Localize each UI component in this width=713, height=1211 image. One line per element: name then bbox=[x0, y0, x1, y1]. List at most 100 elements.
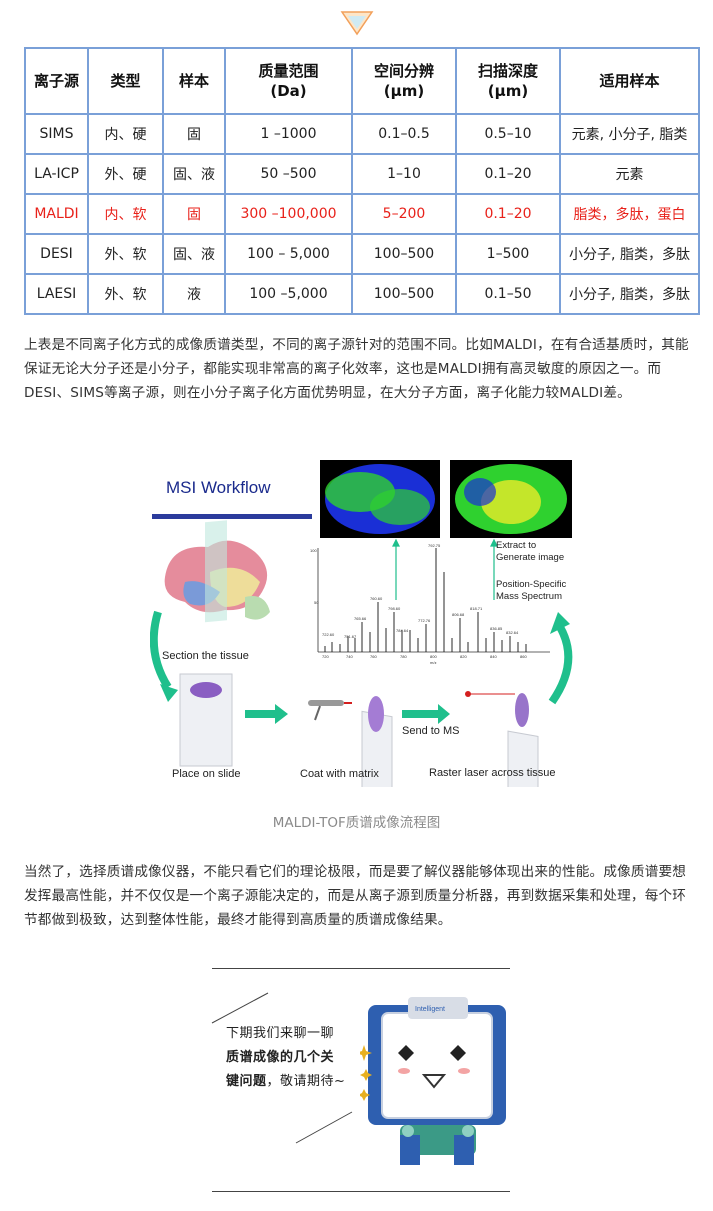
figure-caption: MALDI-TOF质谱成像流程图 bbox=[272, 815, 441, 831]
peak-label: 760.60 bbox=[370, 596, 383, 601]
intro-paragraph: 上表是不同离子化方式的成像质谱类型，不同的离子源针对的范围不同。比如MALDI，… bbox=[24, 337, 689, 401]
raster-label: Raster laser across tissue bbox=[429, 767, 556, 779]
robot-mascot: Intelligent bbox=[360, 997, 506, 1165]
cell-sample: 固、液 bbox=[162, 153, 226, 195]
cell-applicable-sample: 小分子, 脂类，多肽 bbox=[559, 233, 700, 275]
robot-badge: Intelligent bbox=[415, 1006, 445, 1013]
right-arrow-head bbox=[550, 612, 570, 634]
send-label: Send to MS bbox=[402, 725, 459, 737]
cell-spatial-resolution: 0.1–0.5 bbox=[351, 113, 457, 155]
triangle-logo-icon bbox=[340, 11, 374, 36]
sprayer-illustration bbox=[308, 696, 393, 787]
header-sample: 样本 bbox=[162, 47, 226, 115]
cell-ion-source: MALDI bbox=[24, 193, 89, 235]
conclusion-paragraph: 当然了，选择质谱成像仪器，不能只看它们的理论极限，而是要了解仪器能够体现出来的性… bbox=[24, 864, 687, 928]
brain-illustration bbox=[164, 520, 270, 623]
figure-title: MSI Workflow bbox=[166, 478, 271, 497]
place-label: Place on slide bbox=[172, 768, 241, 780]
cell-mass-range: 1 –1000 bbox=[224, 113, 353, 155]
cell-sample: 固、液 bbox=[162, 233, 226, 275]
cell-type: 外、软 bbox=[87, 273, 164, 315]
next-issue-highlight: 质谱成像的几个关键问题 bbox=[226, 1050, 335, 1089]
coat-label: Coat with matrix bbox=[300, 768, 379, 780]
cell-sample: 固 bbox=[162, 113, 226, 155]
y-tick: 100 bbox=[310, 548, 317, 553]
cell-ion-source: SIMS bbox=[24, 113, 89, 155]
cell-type: 内、软 bbox=[87, 193, 164, 235]
cell-ion-source: DESI bbox=[24, 233, 89, 275]
cell-applicable-sample: 脂类，多肽，蛋白 bbox=[559, 193, 700, 235]
cell-scan-depth: 0.1–20 bbox=[455, 193, 561, 235]
cell-spatial-resolution: 5–200 bbox=[351, 193, 457, 235]
cell-type: 外、硬 bbox=[87, 153, 164, 195]
cell-ion-source: LAESI bbox=[24, 273, 89, 315]
speech-bubble-lines bbox=[211, 992, 353, 1144]
cell-mass-range: 100 –5,000 bbox=[224, 273, 353, 315]
x-unit: m/z bbox=[430, 660, 436, 665]
peak-label: 784.64 bbox=[396, 628, 409, 633]
x-tick: 760 bbox=[370, 654, 377, 659]
x-tick: 860 bbox=[520, 654, 527, 659]
x-tick: 740 bbox=[346, 654, 353, 659]
cell-scan-depth: 0.1–50 bbox=[455, 273, 561, 315]
title-underline bbox=[152, 514, 312, 519]
x-tick: 820 bbox=[460, 654, 467, 659]
mass-spectrum: 100 50 720 740 760 780 800 820 840 860 m… bbox=[310, 543, 550, 665]
cell-type: 外、软 bbox=[87, 233, 164, 275]
x-tick: 800 bbox=[430, 654, 437, 659]
cell-applicable-sample: 小分子, 脂类，多肽 bbox=[559, 273, 700, 315]
cell-spatial-resolution: 1–10 bbox=[351, 153, 457, 195]
peak-label: 836.85 bbox=[490, 626, 503, 631]
right-curved-arrow bbox=[548, 625, 573, 705]
cell-type: 内、硬 bbox=[87, 113, 164, 155]
header-type: 类型 bbox=[87, 47, 164, 115]
tissue-image-right bbox=[450, 460, 572, 538]
header-spatial-resolution: 空间分辨 (μm) bbox=[351, 47, 457, 115]
left-arrow-head bbox=[160, 684, 178, 702]
arrow-right-1 bbox=[245, 704, 288, 724]
tissue-image-left bbox=[320, 460, 440, 538]
cell-spatial-resolution: 100–500 bbox=[351, 233, 457, 275]
next-issue-text: 下期我们来聊一聊质谱成像的几个关键问题，敬请期待~ bbox=[226, 1026, 346, 1089]
x-tick: 840 bbox=[490, 654, 497, 659]
cell-mass-range: 300 –100,000 bbox=[224, 193, 353, 235]
peak-label: 798.60 bbox=[388, 606, 401, 611]
y-tick: 50 bbox=[314, 600, 319, 605]
cell-sample: 液 bbox=[162, 273, 226, 315]
cell-sample: 固 bbox=[162, 193, 226, 235]
peak-label: 832.64 bbox=[506, 630, 519, 635]
ion-source-table: 离子源 类型 样本 质量范围 (Da) 空间分辨 (μm) 扫描深度 (μm) … bbox=[24, 47, 700, 315]
spectrum-arrows bbox=[392, 538, 498, 600]
peak-label: 772.76 bbox=[418, 618, 431, 623]
cell-scan-depth: 0.5–10 bbox=[455, 113, 561, 155]
peak-label: 792.75 bbox=[428, 543, 441, 548]
cell-ion-source: LA-ICP bbox=[24, 153, 89, 195]
header-applicable-sample: 适用样本 bbox=[559, 47, 700, 115]
peak-label: 765.66 bbox=[354, 616, 367, 621]
header-scan-depth: 扫描深度 (μm) bbox=[455, 47, 561, 115]
cell-applicable-sample: 元素, 小分子, 脂类 bbox=[559, 113, 700, 155]
cell-mass-range: 50 –500 bbox=[224, 153, 353, 195]
laser-illustration bbox=[465, 691, 539, 787]
cell-applicable-sample: 元素 bbox=[559, 153, 700, 195]
cell-scan-depth: 1–500 bbox=[455, 233, 561, 275]
slide-illustration bbox=[179, 673, 233, 767]
header-mass-range: 质量范围 (Da) bbox=[224, 47, 353, 115]
x-tick: 720 bbox=[322, 654, 329, 659]
cell-scan-depth: 0.1–20 bbox=[455, 153, 561, 195]
arrow-right-2 bbox=[402, 704, 450, 724]
header-ion-source: 离子源 bbox=[24, 47, 89, 115]
top-divider bbox=[212, 968, 510, 969]
x-tick: 780 bbox=[400, 654, 407, 659]
peak-label: 722.60 bbox=[322, 632, 335, 637]
peak-label: 818.71 bbox=[470, 606, 483, 611]
cell-spatial-resolution: 100–500 bbox=[351, 273, 457, 315]
section-label: Section the tissue bbox=[162, 650, 249, 662]
